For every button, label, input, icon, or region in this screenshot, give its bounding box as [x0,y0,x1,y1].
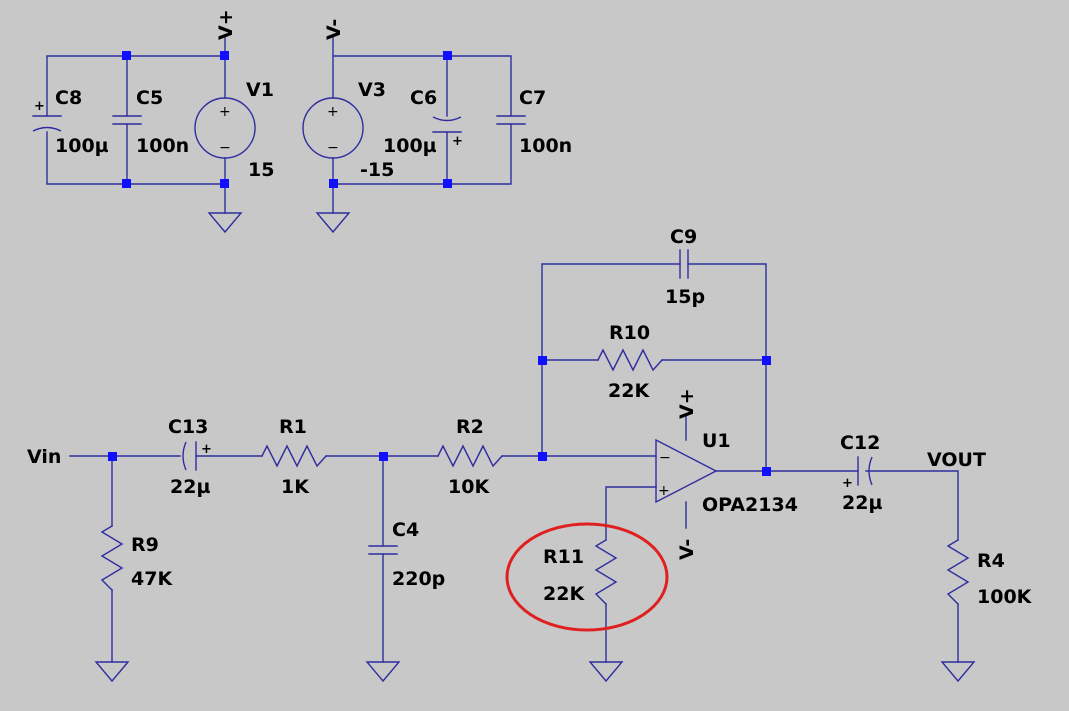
c6-name: C6 [410,87,437,109]
v3-plus-mark: + [327,104,339,120]
v3-value: -15 [360,159,394,181]
r10-value: 22K [608,380,650,402]
u1-part: OPA2134 [702,494,798,516]
node-dot [108,452,117,461]
node-dot [122,179,131,188]
node-dot [443,51,452,60]
c4-capacitor[interactable] [368,545,398,555]
ground-symbol-r9 [94,661,130,683]
node-dot [762,356,771,365]
c5-name: C5 [136,87,163,109]
opamp-noninverting-mark: + [658,483,670,499]
v1-value: 15 [248,159,274,181]
c9-name: C9 [670,226,697,248]
ground-symbol-v1 [207,212,243,234]
node-dot [220,179,229,188]
c9-value: 15p [665,286,705,308]
node-dot [538,452,547,461]
c4-name: C4 [392,519,419,541]
c7-name: C7 [519,87,546,109]
amplifier-circuit: + + − + [27,226,1033,683]
ground-symbol-v3 [315,212,351,234]
vin-label: Vin [27,446,61,468]
r4-value: 100K [977,586,1033,608]
r11-value: 22K [543,583,585,605]
c6-plus-mark: + [452,134,463,149]
r1-resistor[interactable] [261,444,327,468]
r2-value: 10K [448,476,490,498]
u1-vminus-label: V- [676,539,698,560]
vout-label: VOUT [927,449,986,471]
v3-source[interactable]: + − [302,97,364,159]
v3-minus-mark: − [327,140,339,156]
c8-capacitor[interactable]: + [32,99,62,132]
v1-minus-mark: − [219,140,231,156]
node-dot [329,179,338,188]
c12-name: C12 [840,432,880,454]
ground-symbol-c4 [365,661,401,683]
vminus-rail-label: V- [323,19,345,40]
r9-resistor[interactable] [100,525,124,591]
node-dot [443,179,452,188]
v1-source[interactable]: + − [194,97,256,159]
c12-capacitor[interactable]: + [842,456,873,491]
ground-symbol-r4 [940,661,976,683]
r1-name: R1 [279,416,307,438]
c5-value: 100n [136,135,189,157]
supply-plus-block: + + − V+ C8 100µ C5 100n V1 15 [32,9,274,234]
c6-value: 100µ [383,135,437,157]
c8-value: 100µ [55,135,109,157]
c6-capacitor[interactable]: + [432,116,463,149]
c13-name: C13 [168,416,208,438]
r1-value: 1K [281,476,310,498]
c13-plus-mark: + [201,442,212,457]
node-dot [220,51,229,60]
ground-symbol-r11 [588,661,624,683]
c5-capacitor[interactable] [112,115,142,125]
u1-opamp[interactable]: − + [655,438,718,504]
c13-value: 22µ [170,476,210,498]
r11-highlight-circle [505,522,669,632]
opamp-inverting-mark: − [659,450,671,466]
r11-name: R11 [543,546,584,568]
r11-resistor[interactable] [594,539,618,605]
supply-minus-block: + − + V- V3 -15 C6 100µ C7 100n [302,19,572,234]
v1-name: V1 [246,79,274,101]
r2-name: R2 [456,416,484,438]
c7-value: 100n [519,135,572,157]
c9-capacitor[interactable] [679,249,689,279]
r9-name: R9 [131,534,159,556]
v3-name: V3 [358,79,386,101]
node-dot [122,51,131,60]
r4-name: R4 [977,550,1005,572]
v1-plus-mark: + [219,104,231,120]
r4-resistor[interactable] [946,539,970,605]
c4-value: 220p [392,568,445,590]
r2-resistor[interactable] [437,444,503,468]
u1-vplus-label: V+ [676,388,698,419]
c12-value: 22µ [842,492,882,514]
r10-resistor[interactable] [597,348,663,372]
r10-name: R10 [609,322,650,344]
c8-plus-mark: + [34,99,45,114]
c12-plus-mark: + [842,476,853,491]
r9-value: 47K [131,568,173,590]
u1-name: U1 [702,430,731,452]
vplus-rail-label: V+ [215,9,237,40]
node-dot [762,467,771,476]
c13-capacitor[interactable]: + [182,441,212,471]
c7-capacitor[interactable] [496,115,526,125]
c8-name: C8 [55,87,82,109]
node-dot [538,356,547,365]
node-dot [379,452,388,461]
